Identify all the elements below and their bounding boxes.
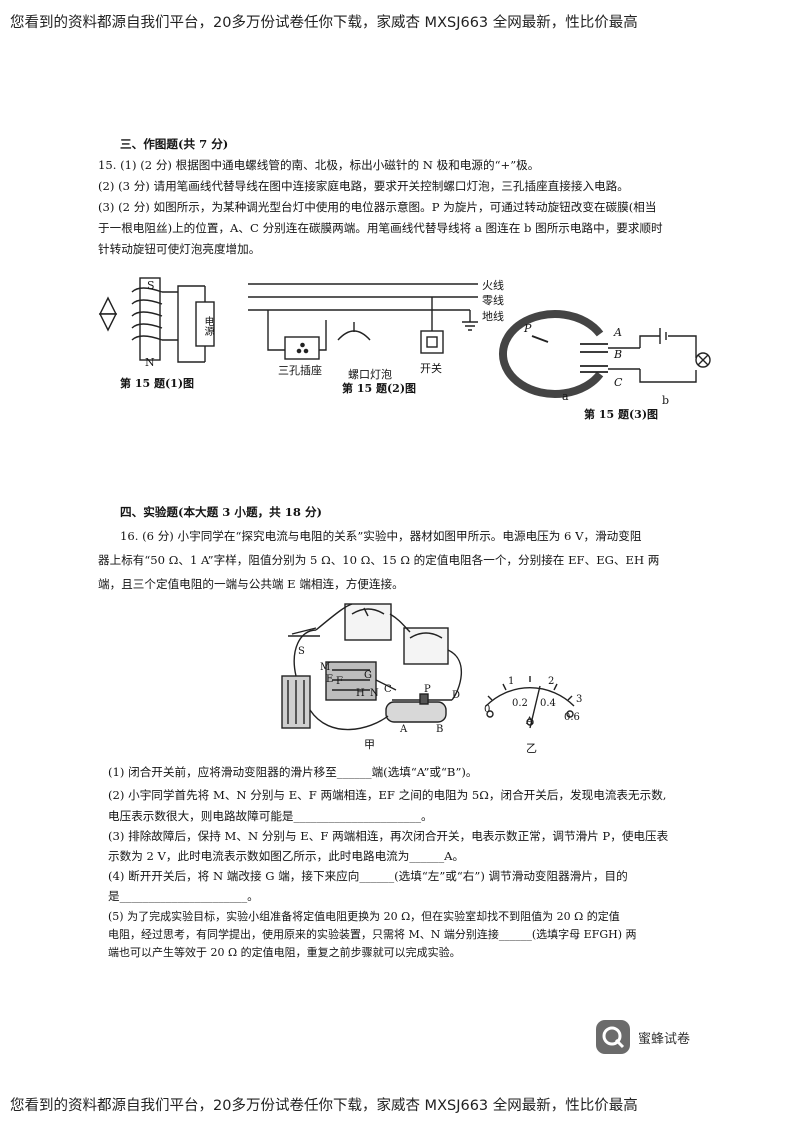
dial-tick-0: 0	[484, 704, 491, 715]
screw-bulb	[337, 322, 371, 341]
connection-wires	[293, 603, 463, 731]
q16-part4-line2: 是______________________。	[108, 889, 259, 903]
q15-part3-line2: 于一根电阻丝)上的位置，A、C 分别连在碳膜两端。用笔画线代替导线将 a 图连在…	[98, 221, 663, 235]
q16-part3-line1: (3) 排除故障后，保持 M、N 分别与 E、F 两端相连，再次闭合开关，电表示…	[108, 829, 669, 843]
fig16-yi-caption: 乙	[526, 742, 537, 755]
pot-p-label: P	[524, 322, 532, 335]
household-wires	[248, 283, 478, 331]
q16-line2: 器上标有“50 Ω、1 A”字样，阻值分别为 5 Ω、10 Ω、15 Ω 的定值…	[98, 553, 660, 567]
fig16-a: A	[400, 724, 408, 735]
q16-part5-line1: (5) 为了完成实验目标，实验小组准备将定值电阻更换为 20 Ω，但在实验室却找…	[108, 910, 620, 923]
dial-outer-tick-3: 3	[576, 694, 583, 705]
q16-line3: 端，且三个定值电阻的一端与公共端 E 端相连，方便连接。	[98, 577, 404, 591]
voltmeter	[344, 603, 392, 641]
q16-part2-line2: 电压表示数很大，则电路故障可能是______________________。	[108, 809, 433, 823]
solenoid	[131, 277, 205, 363]
fig16-p: P	[424, 684, 431, 695]
section3-heading: 三、作图题(共 7 分)	[120, 137, 229, 151]
fig16-b: B	[436, 724, 444, 735]
battery-pack	[281, 675, 311, 729]
q16-part5-line2: 电阻，经过思考，有同学提出，使用原来的实验装置，只需将 M、N 端分别连接___…	[108, 928, 637, 941]
fig2-caption: 第 15 题(2)图	[342, 382, 417, 395]
fig16-d: D	[452, 690, 461, 701]
fig3-caption: 第 15 题(3)图	[584, 408, 659, 421]
dial-outer-tick-2: 2	[548, 676, 555, 687]
q15-part3-line3: 针转动旋钮可使灯泡亮度增加。	[98, 242, 261, 256]
bulb-label: 螺口灯泡	[348, 368, 392, 381]
dial-tick-02: 0.2	[512, 698, 528, 709]
fig16-h: H	[356, 688, 365, 699]
watermark-logo: 蜜蜂试卷	[596, 1020, 690, 1054]
switch-16	[288, 627, 320, 637]
q15-part1: 15. (1) (2 分) 根据图中通电螺线管的南、北极，标出小磁针的 N 极和…	[98, 158, 540, 172]
bee-logo-icon	[596, 1020, 630, 1054]
pot-b-label: B	[614, 348, 623, 361]
bottom-banner: 您看到的资料都源自我们平台，20多万份试卷任你下载，家威杏 MXSJ663 全网…	[10, 1098, 638, 1114]
pot-a-label: A	[614, 326, 622, 339]
lamp-circuit	[639, 328, 711, 383]
rheostat	[385, 693, 452, 723]
q15-part2: (2) (3 分) 请用笔画线代替导线在图中连接家庭电路，要求开关控制螺口灯泡，…	[98, 179, 629, 193]
fig1-s-label: S	[147, 279, 155, 292]
watermark-text: 蜜蜂试卷	[638, 1031, 691, 1047]
socket-label: 三孔插座	[278, 364, 322, 377]
q16-part1: (1) 闭合开关前，应将滑动变阻器的滑片移至______端(选填“A”或“B”)…	[108, 765, 478, 779]
fig16-n: N	[370, 688, 379, 699]
fig16-f: F	[336, 676, 343, 687]
ground-wire-label: 地线	[482, 310, 504, 323]
fig1-source-label: 电源	[202, 316, 213, 336]
compass-needle	[98, 296, 118, 332]
fig1-n-label: N	[145, 356, 155, 369]
pot-c-label: C	[614, 376, 623, 389]
q15-part3-line1: (3) (2 分) 如图所示，为某种调光型台灯中使用的电位器示意图。P 为旋片，…	[98, 200, 657, 214]
ammeter-dial	[485, 676, 575, 729]
potentiometer	[498, 310, 640, 398]
fig16-g: G	[364, 670, 372, 681]
ammeter	[403, 627, 449, 665]
fig3-b-label: b	[662, 394, 670, 407]
dial-tick-06: 0.6	[564, 712, 580, 723]
q16-part4-line1: (4) 断开开关后，将 N 端改接 G 端，接下来应向______(选填“左”或…	[108, 869, 628, 883]
q16-part3-line2: 示数为 2 V，此时电流表示数如图乙所示，此时电路电流为______A。	[108, 849, 465, 863]
switch-box	[420, 297, 444, 354]
neutral-wire-label: 零线	[482, 294, 504, 307]
q16-line1: 16. (6 分) 小宇同学在“探究电流与电阻的关系”实验中，器材如图甲所示。电…	[120, 529, 642, 543]
top-banner: 您看到的资料都源自我们平台，20多万份试卷任你下载，家威杏 MXSJ663 全网…	[10, 15, 638, 31]
switch-label: 开关	[420, 362, 442, 375]
three-pin-socket	[267, 310, 327, 360]
fig16-m: M	[320, 662, 331, 673]
dial-unit: A	[526, 716, 534, 727]
dial-outer-tick-1: 1	[508, 676, 515, 687]
q16-part5-line3: 端也可以产生等效于 20 Ω 的定值电阻，重复之前步骤就可以完成实验。	[108, 946, 461, 959]
live-wire-label: 火线	[482, 279, 504, 292]
q16-part2-line1: (2) 小宇同学首先将 M、N 分别与 E、F 两端相连，EF 之间的电阻为 5…	[108, 788, 667, 802]
fig16-c: C	[384, 684, 392, 695]
fig16-e: E	[326, 674, 334, 685]
fig3-a-label: a	[562, 390, 569, 403]
resistor-board	[325, 661, 377, 701]
fig16-s: S	[298, 646, 305, 657]
section4-heading: 四、实验题(本大题 3 小题，共 18 分)	[120, 505, 323, 519]
dial-tick-04: 0.4	[540, 698, 556, 709]
fig1-caption: 第 15 题(1)图	[120, 377, 195, 390]
fig16-jia-caption: 甲	[364, 738, 375, 751]
